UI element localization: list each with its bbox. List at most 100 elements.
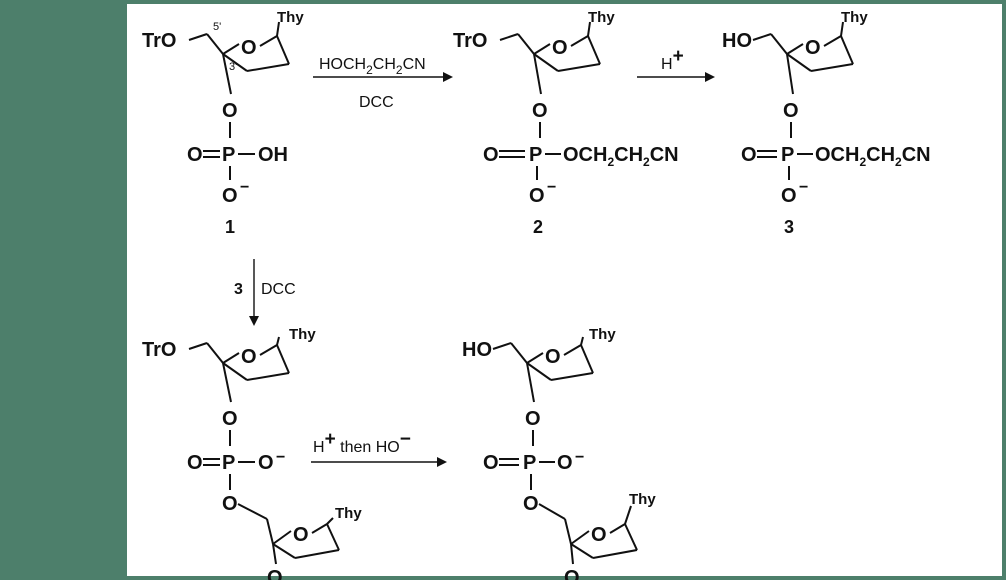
bond: [587, 35, 601, 65]
bond: [526, 362, 552, 381]
atom-tro: TrO: [453, 30, 487, 52]
atom-o: O: [741, 144, 757, 166]
reagent-acid: H+: [661, 46, 684, 73]
atom-o: O: [187, 452, 203, 474]
atom-o: O: [483, 452, 499, 474]
bond: [550, 372, 594, 381]
bond: [222, 352, 240, 364]
arrow-head: [437, 457, 447, 467]
reagent-dcc: DCC: [261, 281, 296, 298]
atom-p: P: [222, 144, 235, 166]
charge-minus: −: [575, 449, 584, 466]
bond: [526, 362, 535, 403]
atom-o-minus: O: [222, 185, 238, 207]
compound-1-structure: TrO 5' O Thy 3' O O: [142, 9, 304, 207]
base-thy: Thy: [589, 326, 616, 343]
ring-oxygen: O: [591, 524, 607, 546]
base-thy: Thy: [277, 9, 304, 26]
atom-o-minus: O: [781, 185, 797, 207]
bond: [272, 543, 296, 559]
bond: [206, 33, 224, 55]
arrow-2-to-3: H+: [637, 46, 715, 82]
atom-tro: TrO: [142, 339, 176, 361]
arrow-deprotection: H+ then HO−: [311, 429, 447, 467]
bond: [840, 21, 844, 37]
bond: [810, 63, 854, 72]
atom-o: O: [187, 144, 203, 166]
arrow-head: [705, 72, 715, 82]
bond: [326, 517, 334, 525]
bond: [609, 523, 626, 534]
reagent-acid-then-base: H+ then HO−: [313, 429, 411, 456]
compound-label-2: 2: [533, 217, 543, 237]
bond: [294, 549, 340, 559]
bond: [188, 342, 208, 350]
bond: [563, 344, 582, 356]
atom-o: O: [483, 144, 499, 166]
bond: [564, 518, 572, 545]
atom-o: O: [523, 493, 539, 515]
atom-o: O: [525, 408, 541, 430]
bond: [570, 35, 589, 47]
atom-o: O: [222, 493, 238, 515]
compound-3-structure: HO O Thy O O P OCH2CH2CN: [722, 9, 931, 207]
reagent-compound-3: 3: [234, 281, 243, 298]
arrow-head: [443, 72, 453, 82]
charge-minus: −: [799, 179, 808, 196]
bond: [533, 53, 559, 72]
bond: [272, 543, 277, 565]
bond: [770, 33, 788, 55]
bond: [222, 43, 240, 55]
atom-o: O: [532, 100, 548, 122]
atom-p: P: [781, 144, 794, 166]
bond: [587, 21, 591, 37]
charge-minus: −: [240, 179, 249, 196]
atom-ho: HO: [462, 339, 492, 361]
compound-2-structure: TrO O Thy O O P OCH2CH2CN: [453, 9, 679, 207]
bond: [580, 344, 594, 374]
charge-minus: −: [276, 449, 285, 466]
bond: [786, 43, 804, 55]
bond: [624, 505, 632, 525]
bond: [237, 503, 268, 520]
atom-o-minus: O: [529, 185, 545, 207]
bond: [222, 53, 248, 72]
reagent-hoch2ch2cn: HOCH2CH2CN: [319, 56, 426, 77]
bond: [517, 33, 535, 55]
bond: [786, 53, 812, 72]
bond: [222, 362, 232, 403]
reaction-scheme: TrO 5' O Thy 3' O O: [142, 9, 931, 580]
atom-o-minus: O: [557, 452, 573, 474]
bond: [246, 372, 290, 381]
bond: [570, 543, 594, 559]
base-thy: Thy: [289, 326, 316, 343]
atom-tro: TrO: [142, 30, 176, 52]
bond: [311, 523, 328, 534]
bond: [823, 35, 842, 47]
bond: [206, 342, 224, 364]
base-thy: Thy: [629, 491, 656, 508]
scheme-panel: TrO 5' O Thy 3' O O: [123, 0, 1006, 580]
atom-p: P: [523, 452, 536, 474]
base-thy: Thy: [588, 9, 615, 26]
bond: [222, 362, 248, 381]
atom-o: O: [267, 567, 283, 580]
bond: [492, 342, 512, 350]
bond: [259, 344, 278, 356]
atom-o: O: [222, 408, 238, 430]
atom-oh: OH: [258, 144, 288, 166]
bond: [276, 35, 290, 65]
bond: [246, 63, 290, 72]
reagent-dcc: DCC: [359, 94, 394, 111]
bond: [570, 530, 590, 545]
atom-o: O: [564, 567, 580, 580]
arrow-head: [249, 316, 259, 326]
ring-oxygen: O: [545, 346, 561, 368]
bond: [786, 53, 794, 95]
bond: [266, 518, 274, 545]
compound-label-1: 1: [225, 217, 235, 237]
ring-oxygen: O: [293, 524, 309, 546]
bond: [624, 523, 638, 551]
atom-o: O: [222, 100, 238, 122]
bond: [259, 35, 278, 47]
